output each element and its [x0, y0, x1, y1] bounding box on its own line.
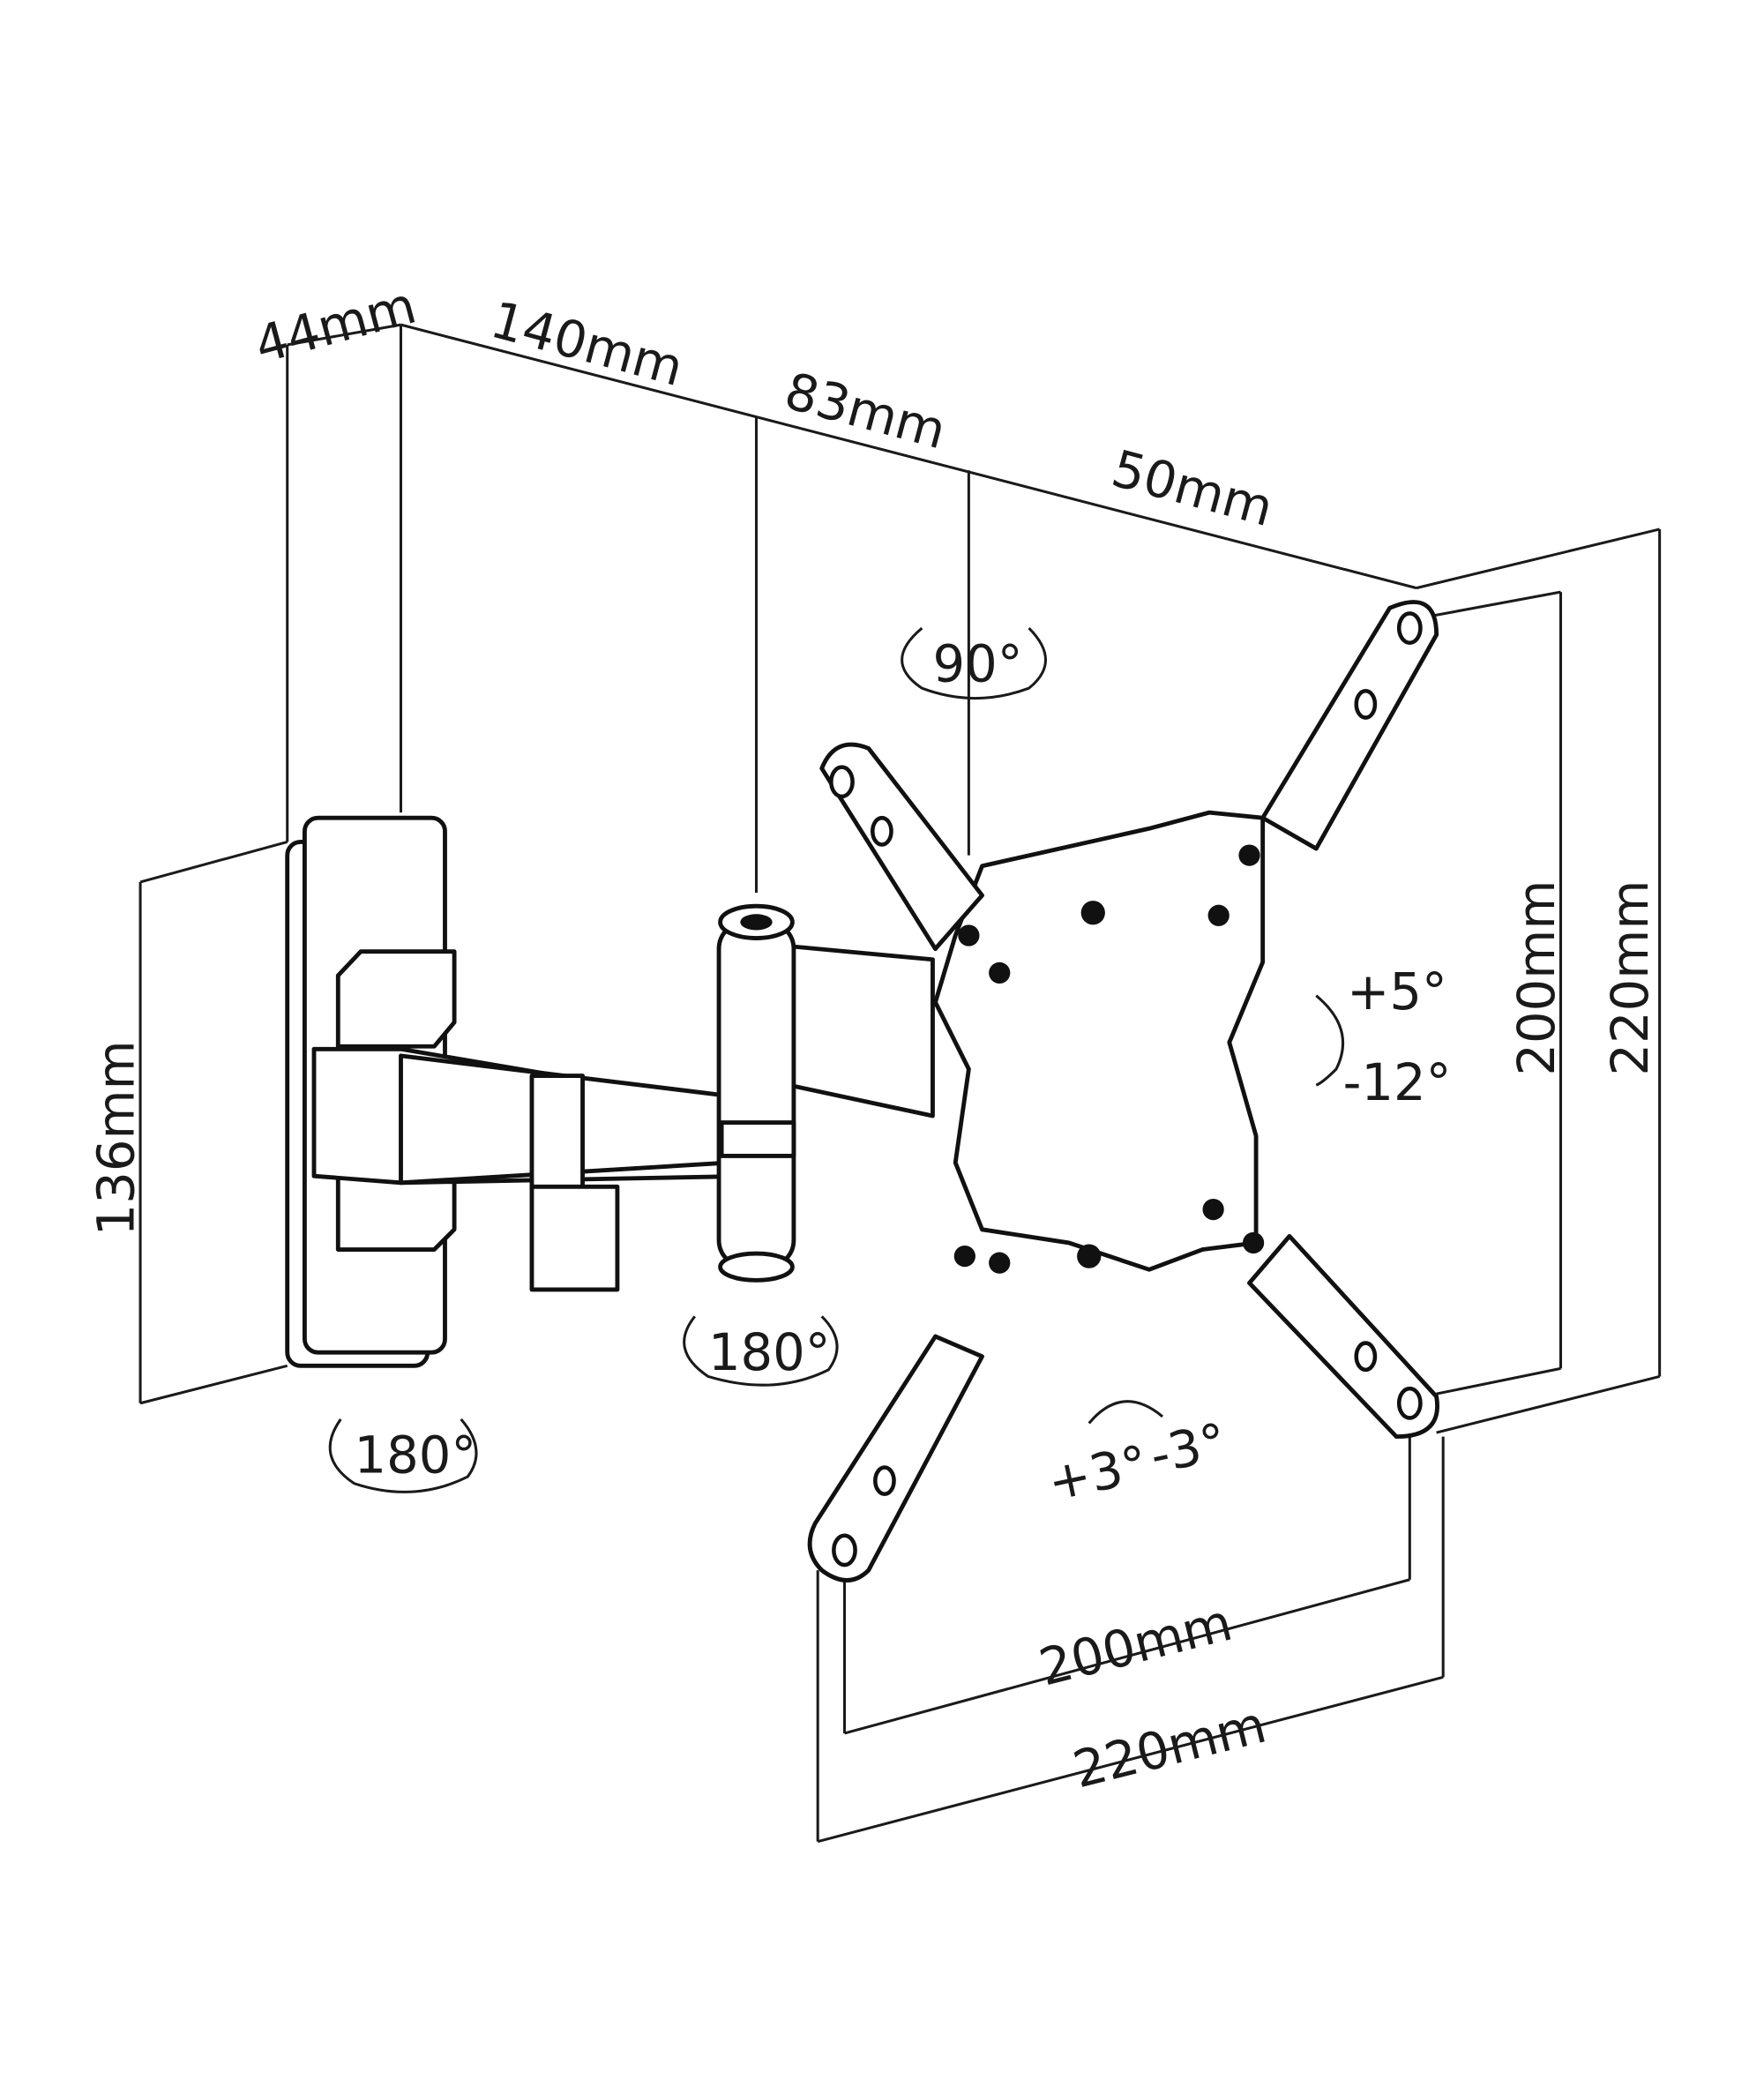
dim-50mm: 50mm: [1106, 439, 1279, 539]
rotation-arrows: [328, 626, 1345, 1493]
angle-rotate-minus: -3°: [1145, 1412, 1231, 1485]
dim-vesa-v-200: 200mm: [1507, 880, 1566, 1076]
dimension-lines: [138, 323, 1662, 1844]
swing-arm: [311, 903, 935, 1292]
dim-136mm: 136mm: [86, 1040, 146, 1236]
angle-tilt-down: -12°: [1343, 1053, 1452, 1112]
angle-180-arm: 180°: [708, 1323, 831, 1382]
dim-vesa-h-200: 200mm: [1034, 1593, 1238, 1698]
angle-tilt-up: +5°: [1347, 962, 1447, 1021]
angle-rotate-plus: +3°: [1043, 1434, 1153, 1513]
dim-140mm: 140mm: [485, 290, 690, 398]
dim-vesa-v-220: 220mm: [1601, 880, 1660, 1076]
angle-90: 90°: [932, 635, 1022, 694]
angle-180-wall: 180°: [354, 1426, 476, 1485]
vesa-plate: [807, 600, 1439, 1582]
dim-44mm: 44mm: [249, 276, 422, 376]
dim-vesa-h-220: 220mm: [1067, 1695, 1272, 1800]
